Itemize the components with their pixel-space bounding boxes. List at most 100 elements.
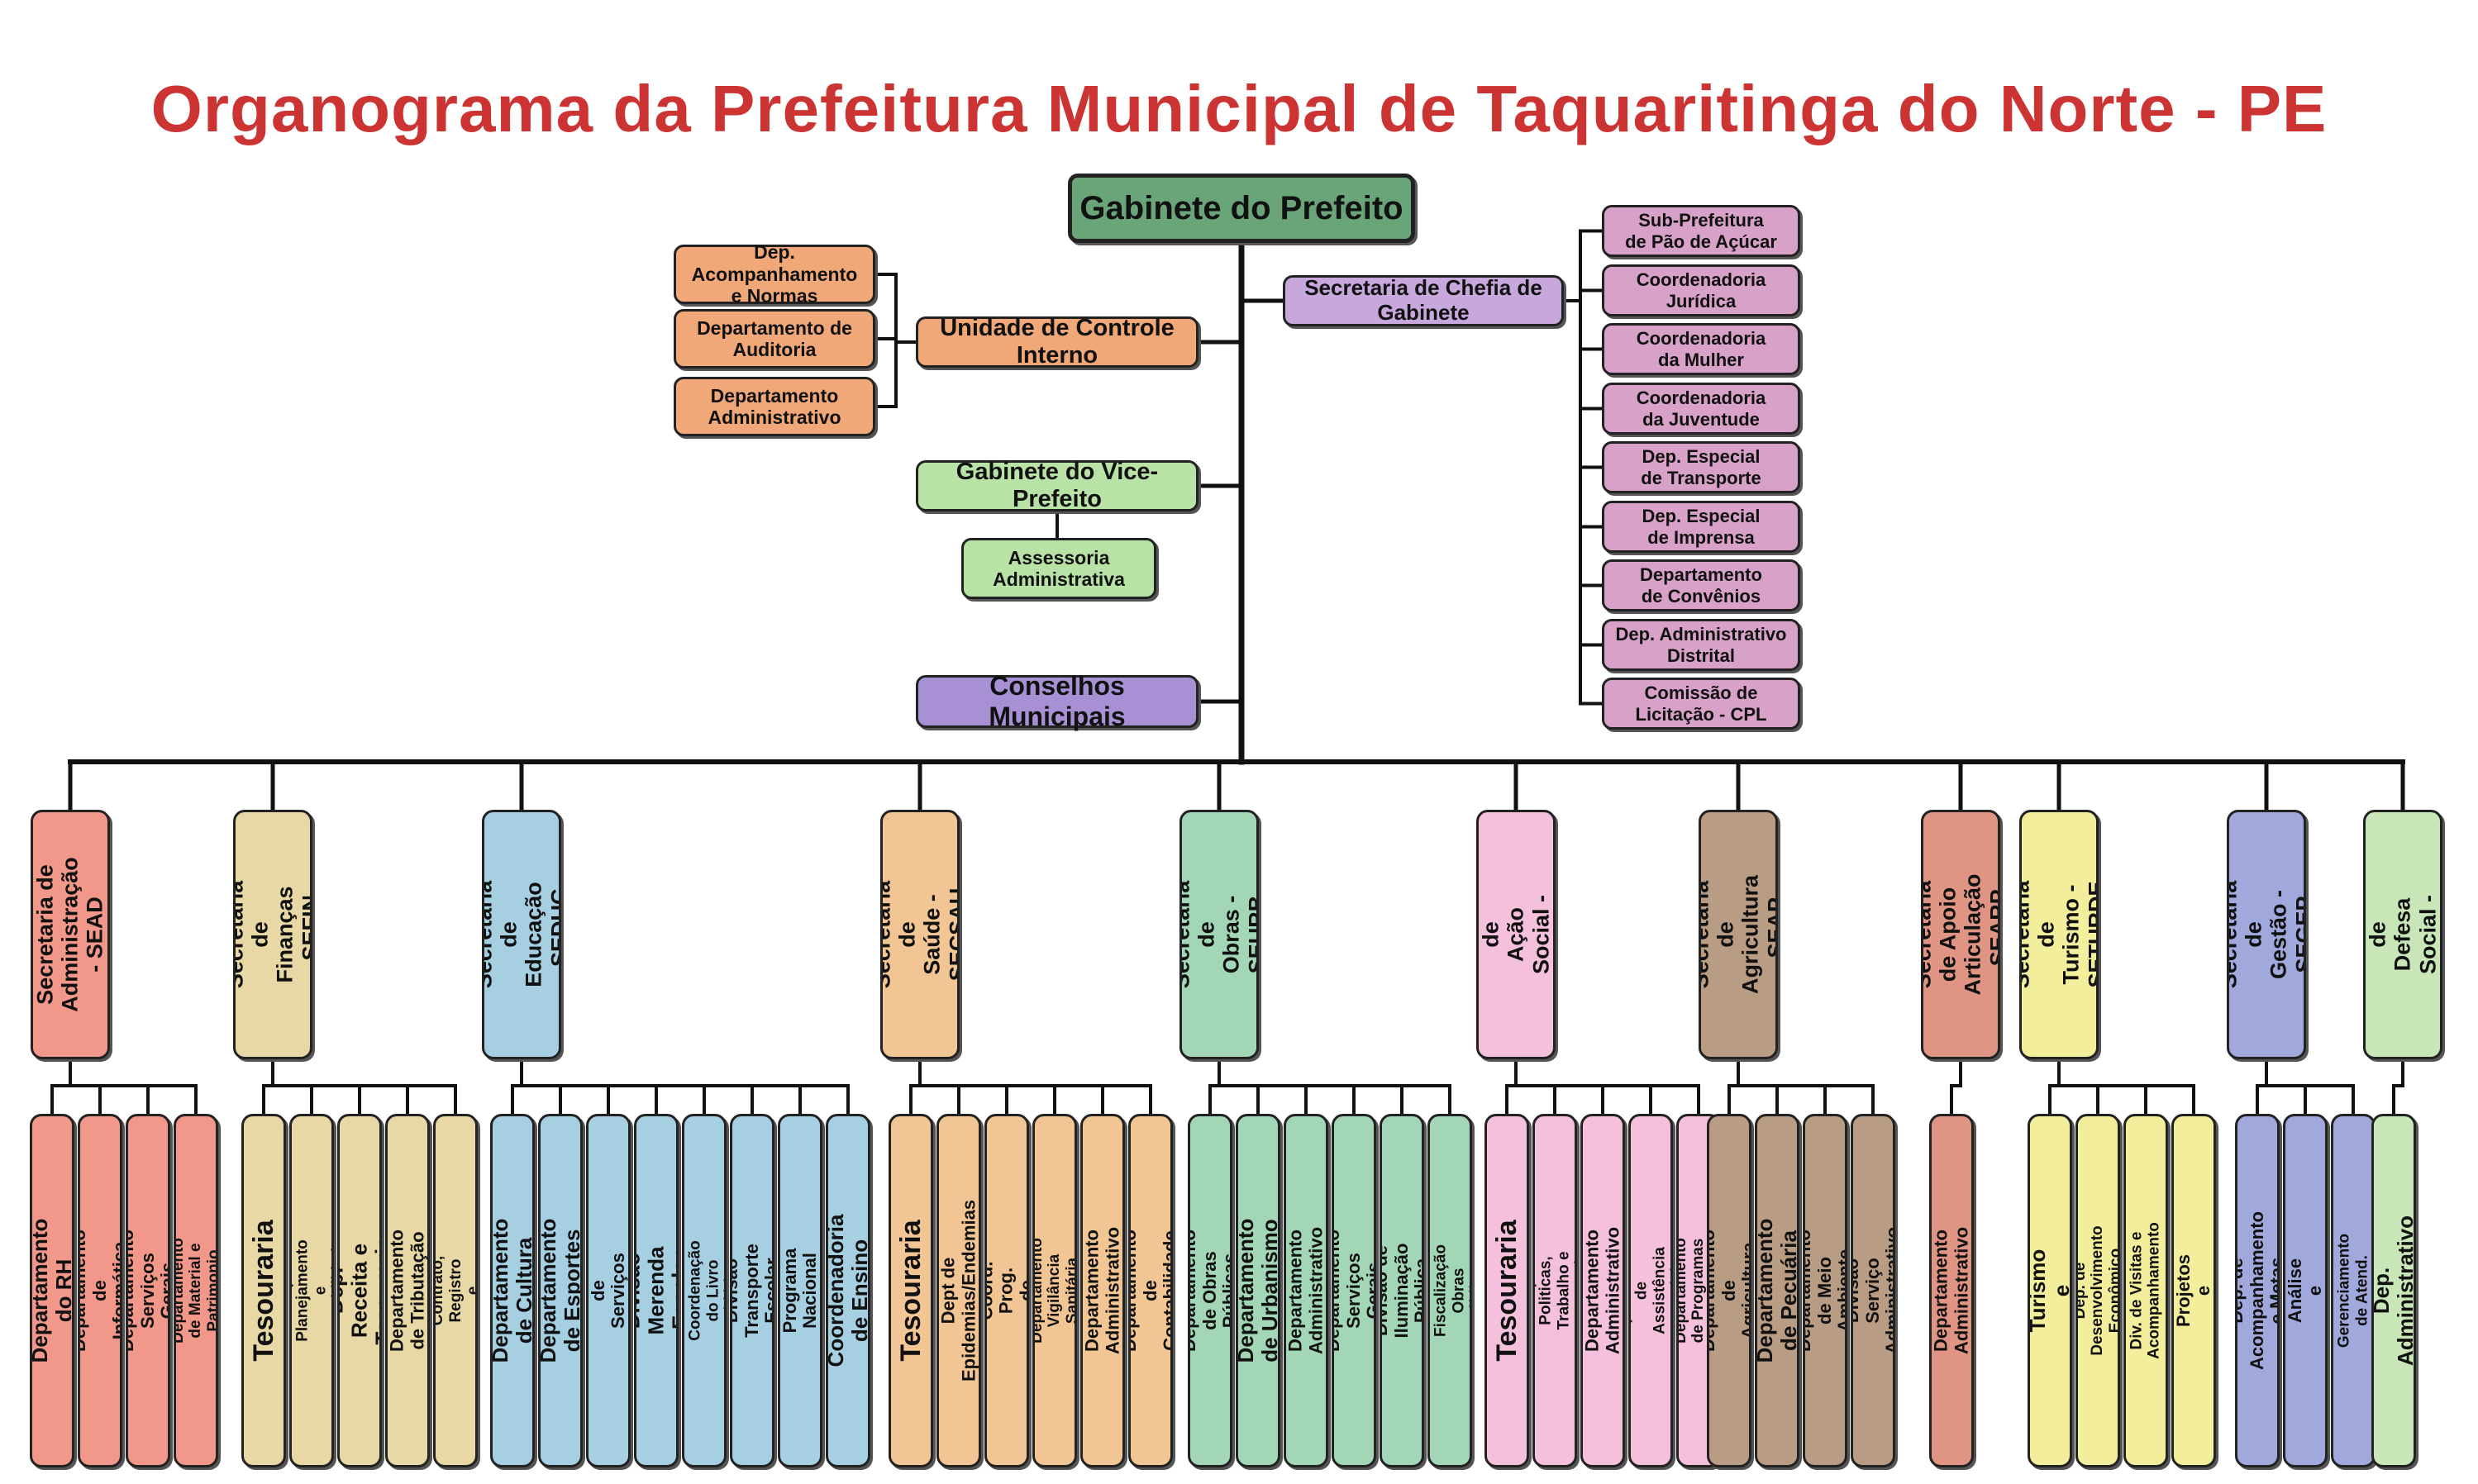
departamento-box-label: Dep. Turismo e Eventos	[2028, 1249, 2072, 1333]
secretaria-box[interactable]: Secretaria de Administração - SEAD	[31, 810, 110, 1059]
departamento-box[interactable]: Divisão Transporte Escolar	[730, 1114, 774, 1467]
departamento-box-label: Departamento Serviços Gerais	[126, 1230, 170, 1352]
departamento-box[interactable]: Divisão de Iluminação Pública	[1380, 1114, 1424, 1467]
departamento-box[interactable]: Divisão Programa Nacional PNLD	[778, 1114, 822, 1467]
departamento-box-label: Departamento de Informática	[78, 1230, 122, 1352]
departamento-box[interactable]: Dep. de Análise e Projetos	[2283, 1114, 2328, 1467]
departamento-box[interactable]: Departamento de Cultura	[490, 1114, 535, 1467]
departamento-box[interactable]: Departamento de Informática	[78, 1114, 122, 1467]
departamento-box-label: Departamento de Meio Ambiente	[1803, 1230, 1847, 1352]
departamento-box[interactable]: Departamento de Obras Públicas	[1188, 1114, 1232, 1467]
departamento-box-label: Divisão de Serviços Gerais	[587, 1253, 631, 1329]
departamento-box-label: Departamento Administrativo	[1081, 1226, 1122, 1355]
departamento-box-label: Divisão Programa Nacional PNLD	[779, 1248, 822, 1334]
departamento-box[interactable]: Departamento de Material e Patrimonio	[174, 1114, 218, 1467]
secretaria-box[interactable]: Secretaria de Agricultura - SEAP	[1699, 810, 1778, 1059]
departamento-box[interactable]: Dep. de Acompanhamento e Metas	[2235, 1114, 2280, 1467]
departamento-box[interactable]: Departamento de Agricultura	[1707, 1114, 1751, 1467]
chefia-dep-box[interactable]: Dep. Especial de Imprensa	[1602, 501, 1800, 553]
departamento-box[interactable]: Departamento de Contabilidade	[1128, 1114, 1173, 1467]
departamento-box[interactable]: Tesouraria	[889, 1114, 933, 1467]
departamento-box-label: Dep. Receita e Tesouraria	[337, 1236, 382, 1345]
departamento-box[interactable]: Departamento Administrativo	[1929, 1114, 1974, 1467]
departamento-box-label: Departamento de Agricultura	[1707, 1230, 1751, 1352]
departamento-box[interactable]: Div. de Fiscalização Obras Públicas	[1427, 1114, 1472, 1467]
departamento-box[interactable]: Dept de Epidemias/Endemias	[936, 1114, 981, 1467]
secretaria-box[interactable]: Secretaria de Finanças - SEFIN	[233, 810, 312, 1059]
conselhos-municipais-box[interactable]: Conselhos Municipais	[916, 671, 1198, 731]
departamento-box[interactable]: Div. de Projetos e Execução	[2171, 1114, 2216, 1467]
secretaria-box[interactable]: Secretaria de Turismo - SETURDE	[2019, 810, 2099, 1059]
departamento-box-label: Departamento de Cultura	[490, 1218, 535, 1363]
departamento-box[interactable]: Dep. Receita e Tesouraria	[337, 1114, 382, 1467]
secretaria-box[interactable]: Secretaria de Apoio Articulação - SEARP	[1921, 810, 2000, 1059]
controle-dep-box[interactable]: Departamento Administrativo	[674, 377, 875, 436]
departamento-box-label: Dep. Contrato, Registro e Arquivo	[433, 1255, 475, 1326]
departamento-box[interactable]: Dep. de Desenvolvimento Econômico	[2075, 1114, 2120, 1467]
secretaria-box[interactable]: Secretaria de Gestão - SEGEP	[2227, 810, 2306, 1059]
departamento-box[interactable]: Dep. Politicas, Trabalho e Juventude	[1532, 1114, 1577, 1467]
departamento-box[interactable]: Coordenadoria de Ensino	[826, 1114, 870, 1467]
departamento-box-label: Dep. de Desenvolvimento Econômico	[2075, 1225, 2120, 1356]
departamento-box-label: Divisão Serviço Administrativo	[1851, 1226, 1895, 1355]
vice-prefeito-box[interactable]: Gabinete do Vice-Prefeito	[916, 459, 1198, 512]
chefia-dep-box[interactable]: Dep. Especial de Transporte	[1602, 441, 1800, 493]
departamento-box-label: Departamento de Pecuária	[1755, 1218, 1799, 1363]
controle-dep-box[interactable]: Dep. Acompanhamento e Normas	[674, 241, 875, 307]
departamento-box[interactable]: Tesouraria	[1484, 1114, 1529, 1467]
departamento-box[interactable]: Dep. Planejamento e Contabilidade	[289, 1114, 334, 1467]
secretaria-box-label: Secretaria de Apoio Articulação - SEARP	[1921, 873, 2000, 996]
departamento-box[interactable]: Departamento Administrativo	[1080, 1114, 1125, 1467]
secretaria-box-label: Secretaria de Obras - SEURB	[1179, 880, 1259, 989]
departamento-box[interactable]: Dep. Administrativo	[2371, 1114, 2416, 1467]
departamento-box[interactable]: Departamento do RH	[30, 1114, 74, 1467]
chefia-dep-box[interactable]: Coordenadoria da Mulher	[1602, 323, 1800, 375]
departamento-box[interactable]: Departamento de Esportes	[538, 1114, 583, 1467]
secretaria-box[interactable]: Secretaria de Educação - SEDUC	[482, 810, 561, 1059]
chefia-dep-box[interactable]: Dep. Administrativo Distrital	[1602, 619, 1800, 671]
departamento-box[interactable]: Departamento de Assistência Social	[1628, 1114, 1673, 1467]
secretaria-box[interactable]: Secretaria de Obras - SEURB	[1179, 810, 1259, 1059]
chefia-dep-box[interactable]: Coordenadoria da Juventude	[1602, 383, 1800, 435]
departamento-box[interactable]: Dep. Turismo e Eventos	[2028, 1114, 2072, 1467]
departamento-box[interactable]: Tesouraria	[241, 1114, 286, 1467]
vice-dep-box[interactable]: Assessoria Administrativa	[961, 538, 1156, 599]
departamento-box-label: Departamento Administrativo	[1930, 1226, 1971, 1355]
departamento-box[interactable]: Departamento de Urbanismo	[1236, 1114, 1280, 1467]
departamento-box[interactable]: Div. de Visitas e Acompanhamento	[2123, 1114, 2168, 1467]
controle-dep-box[interactable]: Departamento de Auditoria	[674, 309, 875, 369]
departamento-box-label: Departamento de Contabilidade	[1128, 1230, 1173, 1352]
departamento-box[interactable]: Divisão de Serviços Gerais	[586, 1114, 631, 1467]
departamento-box[interactable]: Departamento de Pecuária	[1755, 1114, 1799, 1467]
departamento-box[interactable]: Departamento Serviços Gerais	[126, 1114, 170, 1467]
departamento-box-label: Departamento Administrativo	[1581, 1226, 1623, 1355]
controle-interno-box[interactable]: Unidade de Controle Interno	[916, 315, 1198, 369]
departamento-box[interactable]: Div. Gerenciamento de Atend. Público	[2331, 1114, 2376, 1467]
departamento-box[interactable]: Divisão Serviço Administrativo	[1851, 1114, 1895, 1467]
secretaria-box[interactable]: Secretaria de Ação Social - SEAS	[1476, 810, 1556, 1059]
departamento-box[interactable]: Departamento Serviços Gerais	[1332, 1114, 1376, 1467]
departamento-box-label: Div. Coordenação do Livro Didático	[682, 1240, 727, 1341]
departamento-box-label: Dep. Administrativo	[2371, 1215, 2416, 1367]
departamento-box-label: Dep. de Análise e Projetos	[2284, 1253, 2328, 1328]
departamento-box-label: Divisão Merenda Escolar	[634, 1246, 679, 1335]
gabinete-prefeito-box[interactable]: Gabinete do Prefeito	[1068, 174, 1415, 243]
departamento-box-label: Dep. Planejamento e Contabilidade	[289, 1239, 334, 1343]
departamento-box[interactable]: Departamento Administrativo	[1284, 1114, 1328, 1467]
departamento-box[interactable]: Departamento Vigilância Sanitária	[1032, 1114, 1077, 1467]
chefia-dep-box[interactable]: Sub-Prefeitura de Pão de Açúcar	[1602, 205, 1800, 257]
chefia-dep-box[interactable]: Departamento de Convênios	[1602, 559, 1800, 611]
departamento-box[interactable]: Dep. Coord. Prog. de Saude	[984, 1114, 1029, 1467]
departamento-box[interactable]: Departamento Administrativo	[1580, 1114, 1625, 1467]
chefia-dep-box[interactable]: Coordenadoria Jurídica	[1602, 264, 1800, 316]
departamento-box[interactable]: Div. Coordenação do Livro Didático	[682, 1114, 727, 1467]
departamento-box[interactable]: Departamento de Meio Ambiente	[1803, 1114, 1847, 1467]
chefia-gabinete-box[interactable]: Secretaria de Chefia de Gabinete	[1283, 275, 1564, 326]
departamento-box-label: Tesouraria	[247, 1220, 279, 1362]
chefia-dep-box[interactable]: Comissão de Licitação - CPL	[1602, 678, 1800, 730]
departamento-box[interactable]: Dep. Contrato, Registro e Arquivo	[433, 1114, 478, 1467]
departamento-box[interactable]: Divisão Merenda Escolar	[634, 1114, 679, 1467]
departamento-box[interactable]: Departamento de Tributação	[385, 1114, 430, 1467]
secretaria-box[interactable]: Secretaria de Saúde - SECSAU	[880, 810, 960, 1059]
secretaria-box[interactable]: Secretaria de Defesa Social - SEDS	[2363, 810, 2442, 1059]
